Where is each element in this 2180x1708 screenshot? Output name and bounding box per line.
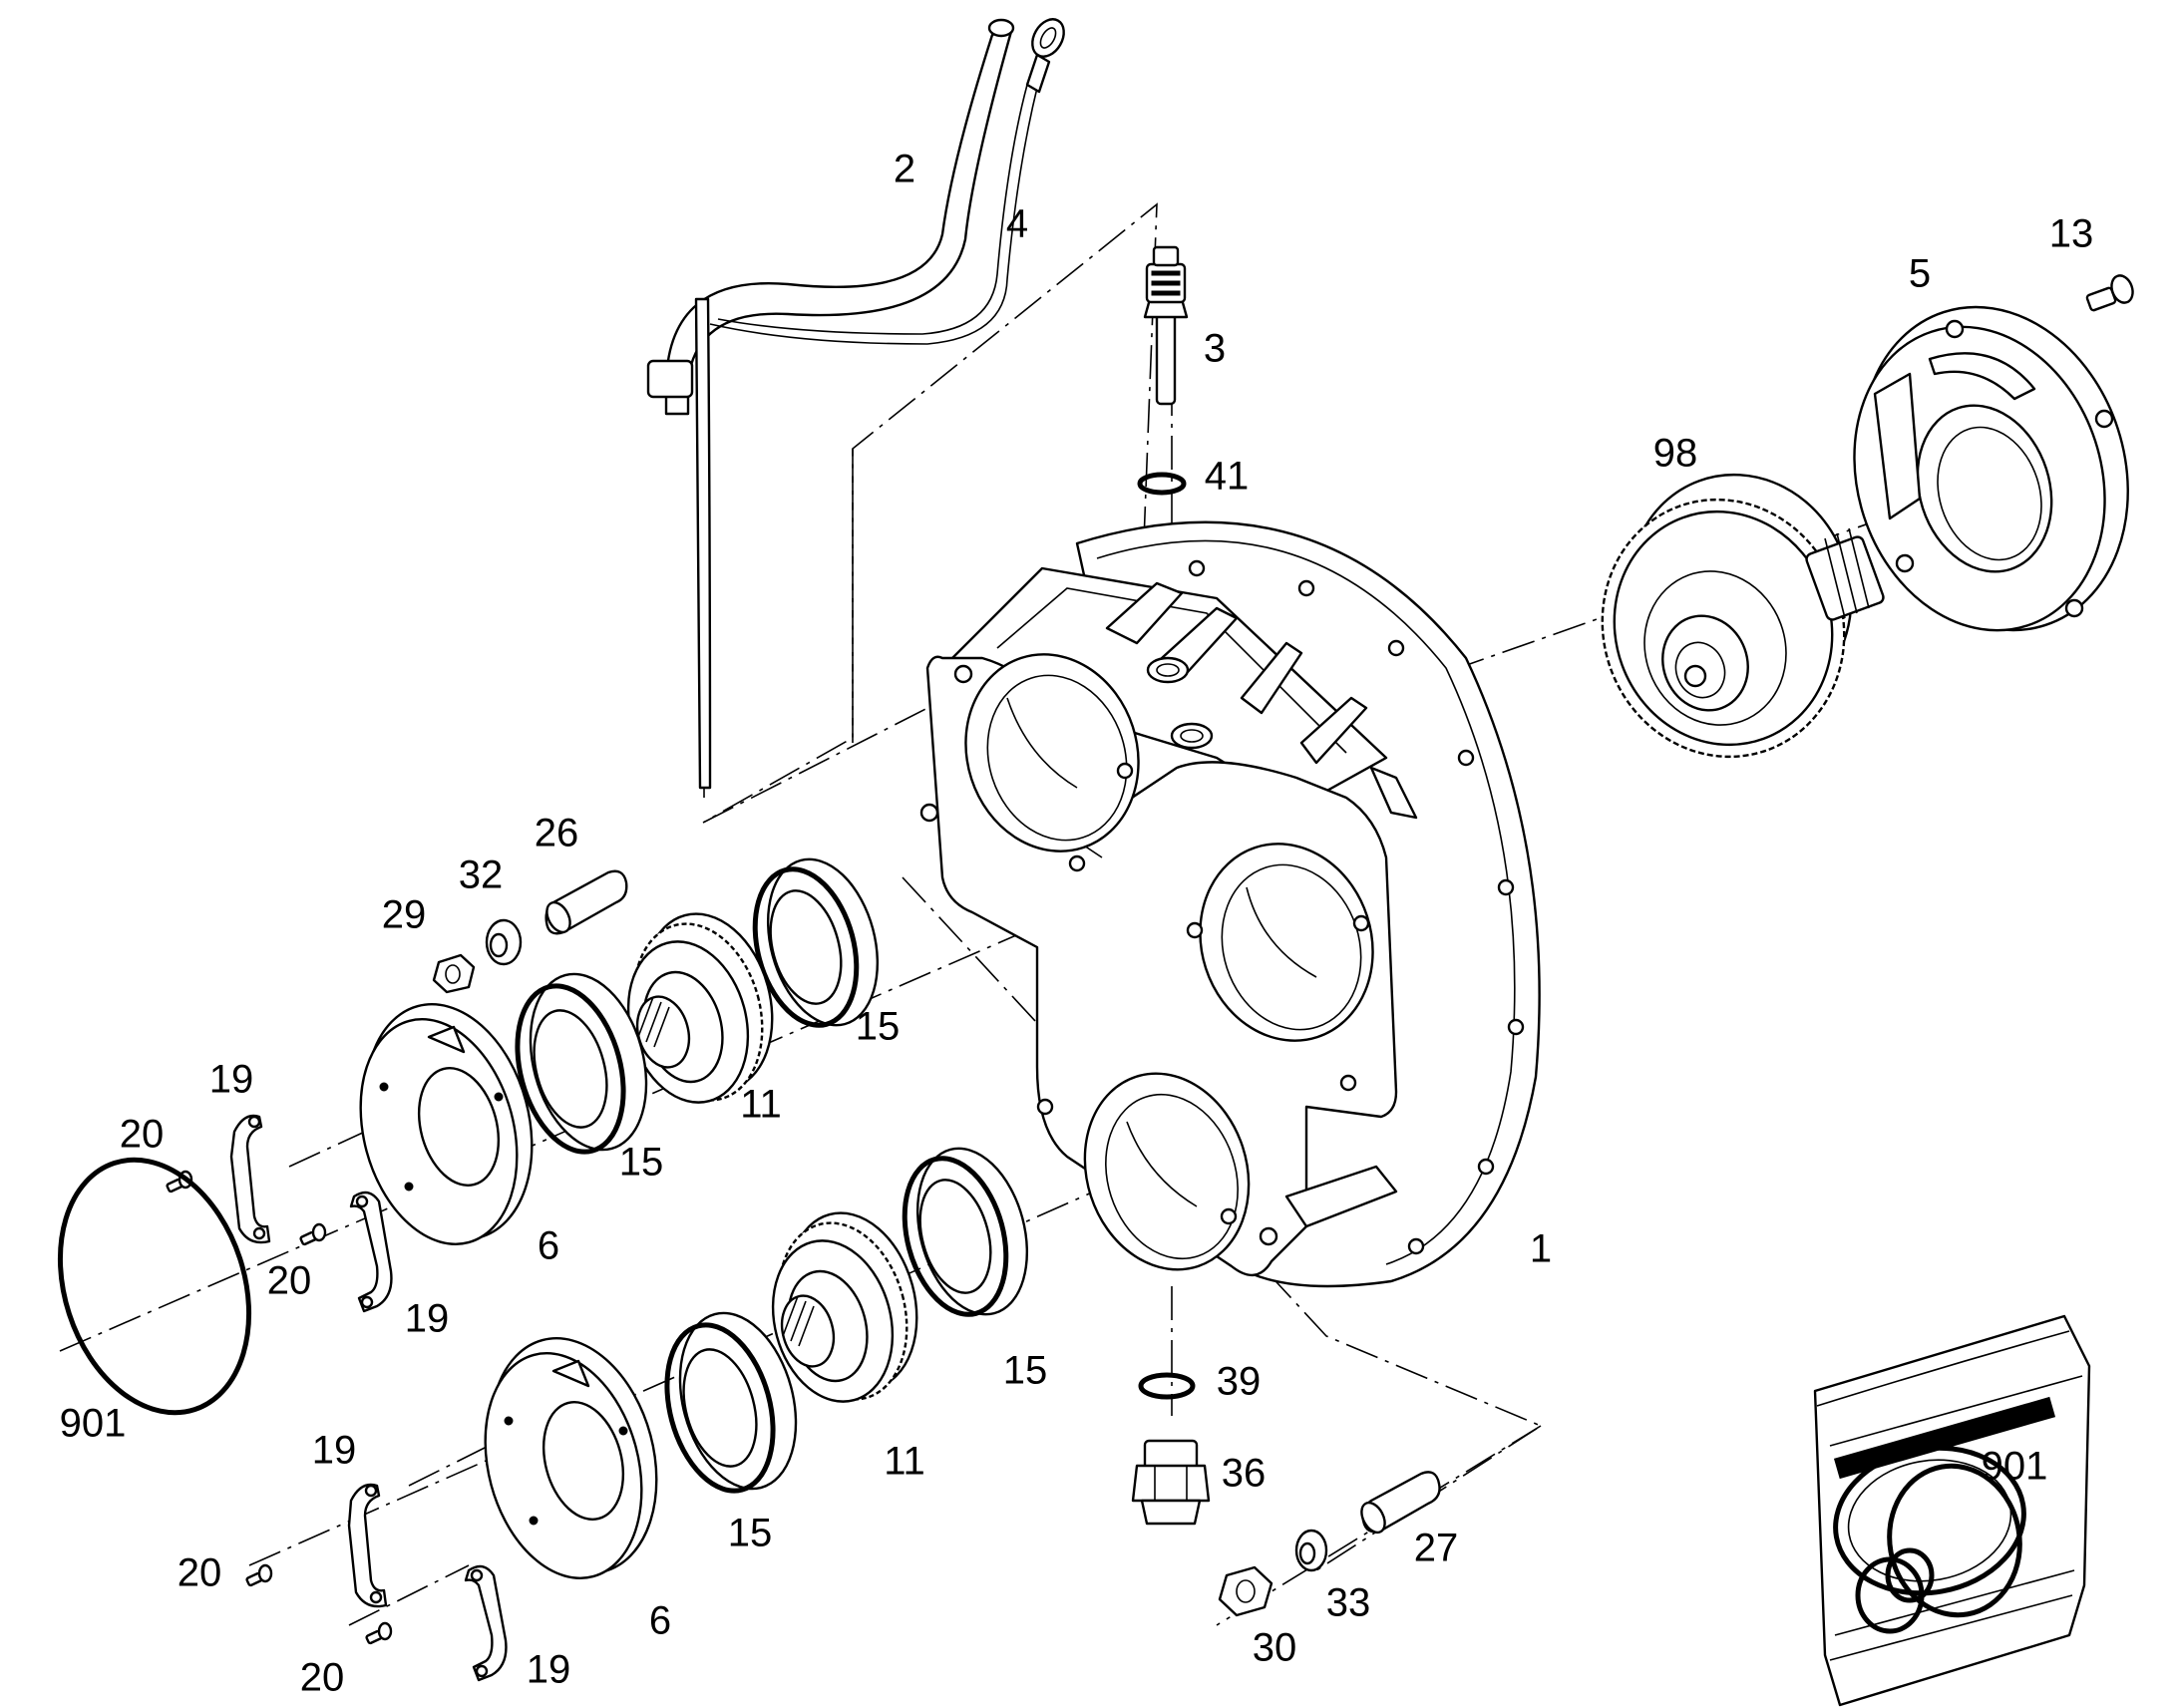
callout-98: 98 (1653, 432, 1698, 476)
nut-30 (1218, 1565, 1273, 1617)
screw-20-upper-b (299, 1222, 327, 1246)
callout-19-c: 19 (312, 1429, 357, 1473)
cover-6-lower (484, 1337, 658, 1579)
callout-15-upper-rear: 15 (856, 1005, 901, 1049)
callout-32: 32 (459, 854, 504, 897)
callout-4: 4 (1006, 202, 1028, 246)
clamp-19-upper-a (229, 1114, 271, 1244)
o-ring-901 (57, 1157, 252, 1416)
gear-11-lower (771, 1211, 918, 1403)
callout-33: 33 (1326, 1581, 1371, 1625)
callout-29: 29 (382, 893, 427, 937)
cover-6-upper (359, 1003, 534, 1245)
callout-6-lower: 6 (649, 1599, 671, 1643)
screw-13 (2085, 274, 2134, 312)
callout-2: 2 (894, 148, 915, 191)
plug-36 (1131, 1439, 1211, 1526)
callout-20-a: 20 (120, 1113, 165, 1157)
cover-5 (1853, 305, 2129, 632)
callout-901-kit: 901 (1982, 1445, 2048, 1489)
callout-15-lower-front: 15 (728, 1512, 773, 1555)
gear-11-upper (626, 912, 774, 1104)
pin-26 (545, 869, 628, 935)
callout-36: 36 (1222, 1452, 1267, 1496)
callout-5: 5 (1909, 252, 1931, 296)
dipstick-tube (646, 18, 1015, 798)
callout-15-lower-rear: 15 (1003, 1349, 1048, 1393)
callout-20-d: 20 (300, 1656, 345, 1700)
callout-41: 41 (1205, 455, 1250, 499)
callout-20-b: 20 (267, 1259, 312, 1303)
callout-901-ring: 901 (60, 1402, 127, 1446)
seal-kit-bag (1813, 1314, 2091, 1707)
callout-3: 3 (1204, 327, 1226, 371)
callout-26: 26 (535, 812, 579, 855)
callout-11-lower: 11 (884, 1440, 925, 1484)
washer-33 (1294, 1529, 1328, 1572)
fitting-3 (1143, 245, 1189, 406)
pin-27 (1360, 1471, 1441, 1535)
callout-6-upper: 6 (538, 1224, 559, 1268)
o-ring-39 (1138, 1372, 1196, 1400)
callout-19-a: 19 (209, 1058, 254, 1102)
clamp-19-upper-b (349, 1191, 393, 1313)
bearing-15-upper-rear (752, 857, 880, 1028)
screw-20-lower-a (245, 1563, 273, 1587)
sensor-cable (709, 18, 1065, 345)
clamp-19-lower-a (347, 1483, 388, 1608)
callout-11-upper: 11 (740, 1083, 782, 1127)
nut-29 (432, 953, 476, 994)
callout-1: 1 (1530, 1227, 1552, 1271)
clamp-19-lower-b (464, 1564, 508, 1682)
callout-27: 27 (1414, 1527, 1459, 1570)
callout-19-b: 19 (405, 1297, 450, 1341)
screw-20-lower-b (365, 1621, 393, 1645)
callout-15-upper-front: 15 (619, 1141, 664, 1185)
callout-20-c: 20 (178, 1551, 222, 1595)
callout-19-d: 19 (527, 1648, 571, 1692)
o-ring-41 (1137, 472, 1187, 496)
output-gear-98 (1601, 473, 1885, 759)
bearing-15-lower-front (664, 1311, 798, 1494)
washer-32 (485, 918, 523, 966)
bearing-15-lower-rear (902, 1147, 1029, 1317)
gear-housing (919, 520, 1541, 1288)
bearing-15-upper-front (515, 972, 648, 1155)
callout-labels: 1 2 3 4 5 6 6 11 11 13 15 15 15 15 19 19… (60, 148, 2094, 1700)
callout-13: 13 (2049, 212, 2094, 256)
callout-39: 39 (1217, 1360, 1262, 1404)
callout-30: 30 (1253, 1626, 1297, 1670)
